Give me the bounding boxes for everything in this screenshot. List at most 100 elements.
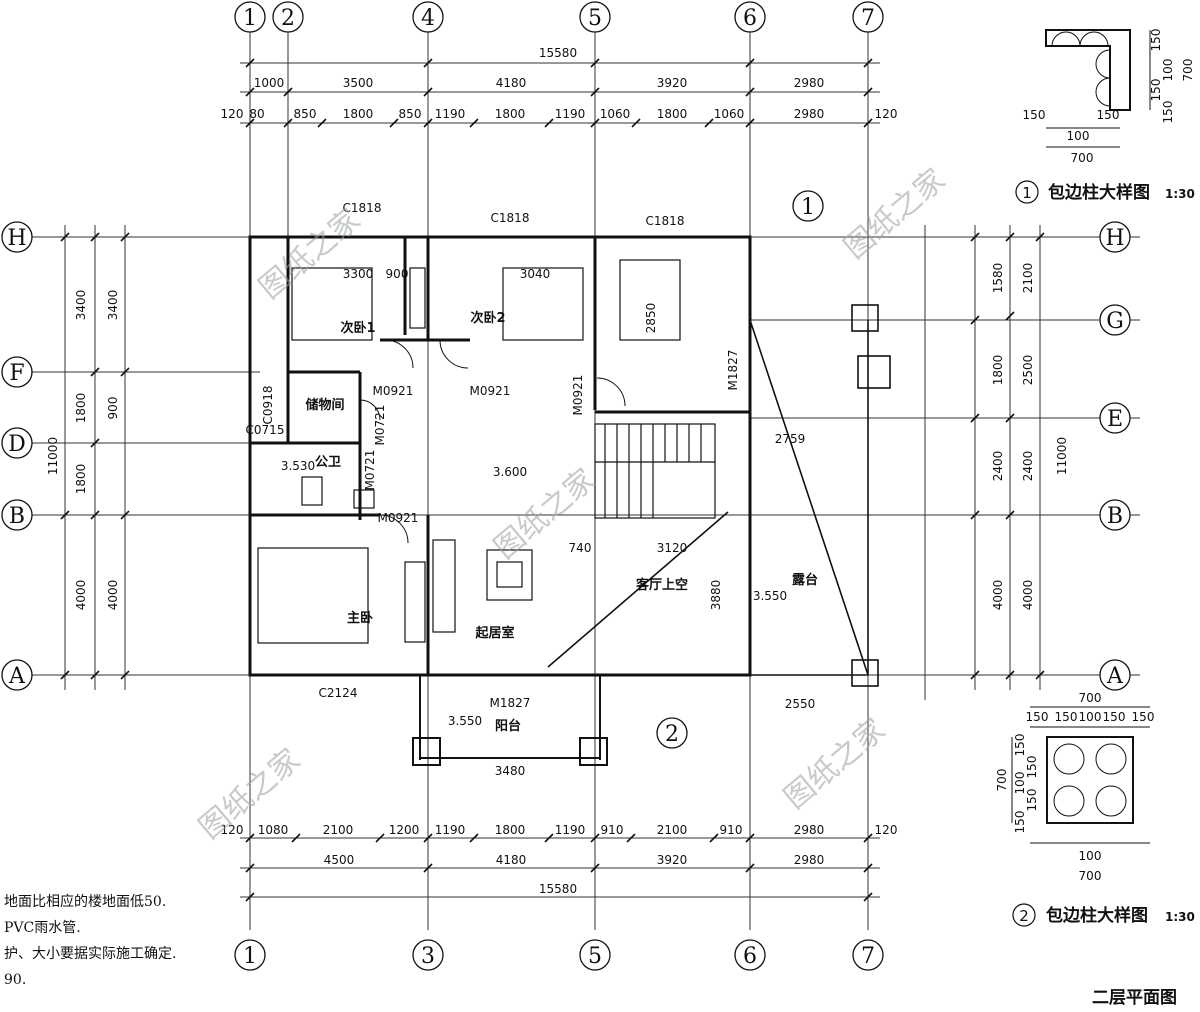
room-labels: 次卧1 次卧2 储物间 公卫 主卧 起居室 客厅上空 露台 阳台 [304,310,818,734]
dim-text: 150 [1161,101,1175,124]
note-line: 地面比相应的楼地面低50. [4,893,166,910]
axis-labels-bottom: 1 3 5 6 7 [243,944,875,969]
axis-top-1: 1 [243,6,257,31]
detail-2: 700 150 150 100 150 150 700 150 150 100 … [995,691,1195,927]
window-label: C0715 [246,423,285,437]
dim-text: 850 [399,107,422,121]
door-swings [359,339,626,544]
dim-text: 120 [221,823,244,837]
dim-text: 4000 [991,580,1005,611]
dim-top-total: 15580 [539,46,577,60]
dim-text: 150 [1055,710,1078,724]
dim-text: 1800 [991,355,1005,386]
dim-text: 1190 [555,107,586,121]
detail-ref-1-bubble: 1 [801,195,815,220]
dim-text: 150 [1025,756,1039,779]
room-terrace: 露台 [792,572,818,588]
dim-text: 4000 [106,580,120,611]
terrace-outline [547,304,891,687]
dim-text: 100 [1067,129,1090,143]
dim-text: 150 [1026,710,1049,724]
furniture [257,259,681,644]
dim-text: 2980 [794,76,825,90]
watermark: 图纸之家 [778,712,892,816]
door-label: M0721 [373,405,387,446]
dim-text: 1200 [389,823,420,837]
room-void: 客厅上空 [636,577,688,593]
room-bedroom-3: 次卧2 [470,310,505,326]
dim-text: 2100 [657,823,688,837]
dim-text: 900 [106,397,120,420]
dims-right-outer: 1580 2100 2500 2400 4000 [991,263,1035,611]
drawing-title: 二层平面图 [1092,988,1177,1008]
axis-left-B: B [9,504,25,529]
dim-text: 700 [1071,151,1094,165]
dim-text: 700 [995,769,1009,792]
watermark: 图纸之家 [838,162,952,266]
axis-top-4: 4 [421,6,435,31]
watermark: 图纸之家 [253,202,367,306]
dim-text: 1800 [495,107,526,121]
door-label: M1827 [490,696,531,710]
axis-top-6: 6 [743,6,757,31]
dim-text: 700 [1181,59,1195,82]
dim-text: 910 [601,823,624,837]
dim-text: 1060 [600,107,631,121]
dims-left-inner: 3400 900 4000 [106,290,120,611]
detail-1-scale: 1:30 [1165,187,1195,201]
dims-top-row1: 1000 3500 4180 3920 2980 [254,76,825,90]
dim-text: 3120 [657,541,688,555]
balcony-outline [412,675,608,766]
axis-bottom-6: 6 [743,944,757,969]
room-balcony: 阳台 [495,718,521,734]
window-label: C1818 [343,201,382,215]
elevation-label: 3.600 [493,465,527,479]
room-bedroom-2: 次卧1 [340,320,375,336]
dim-text: 1060 [714,107,745,121]
dim-text: 4500 [324,853,355,867]
dim-text: 120 [875,107,898,121]
note-line: 护、大小要据实际施工确定. [4,946,176,962]
axis-right-H: H [1105,226,1124,251]
dim-text: 910 [720,823,743,837]
dim-text: 900 [386,267,409,281]
axis-top-7: 7 [861,6,875,31]
axis-labels-top: 1 2 4 5 6 7 [243,6,875,31]
dim-text: 4180 [496,853,527,867]
dim-text: 1580 [991,263,1005,294]
dim-text: 150 [1023,108,1046,122]
elevation-label: 3.530 [281,459,315,473]
axis-bottom-1: 1 [243,944,257,969]
axis-left-F: F [9,361,24,386]
dim-text: 150 [1013,734,1027,757]
dim-text: 850 [294,107,317,121]
dims-left-outer: 3400 1800 1800 4000 [74,290,88,611]
dim-text: 150 [1132,710,1155,724]
door-label: M0921 [470,384,511,398]
axis-right-G: G [1106,309,1124,334]
axis-labels-left: H F D B A [7,226,26,689]
notes: 地面比相应的楼地面低50. PVC雨水管. 护、大小要据实际施工确定. 90. [4,893,176,988]
dim-text: 80 [249,107,264,121]
dims-right-inner: 1800 2400 4000 [991,355,1005,611]
window-label: C1818 [646,214,685,228]
door-label: M0921 [373,384,414,398]
dim-text: 1080 [258,823,289,837]
dim-text: 1800 [495,823,526,837]
dim-text: 120 [221,107,244,121]
axis-right-E: E [1107,407,1123,432]
dim-text: 3920 [657,76,688,90]
dim-text: 1800 [74,464,88,495]
detail-2-scale: 1:30 [1165,910,1195,924]
dim-text: 700 [1079,691,1102,705]
dim-text: 3480 [495,764,526,778]
dim-text: 2980 [794,853,825,867]
dim-text: 1000 [254,76,285,90]
dim-text: 1190 [435,107,466,121]
door-label: M0921 [571,375,585,416]
dim-text: 150 [1013,811,1027,834]
dim-text: 1800 [74,393,88,424]
dims-top-row2: 120 80 850 1800 850 1190 1800 1190 1060 … [221,107,898,121]
dim-text: 2500 [1021,355,1035,386]
dim-text: 2980 [794,107,825,121]
